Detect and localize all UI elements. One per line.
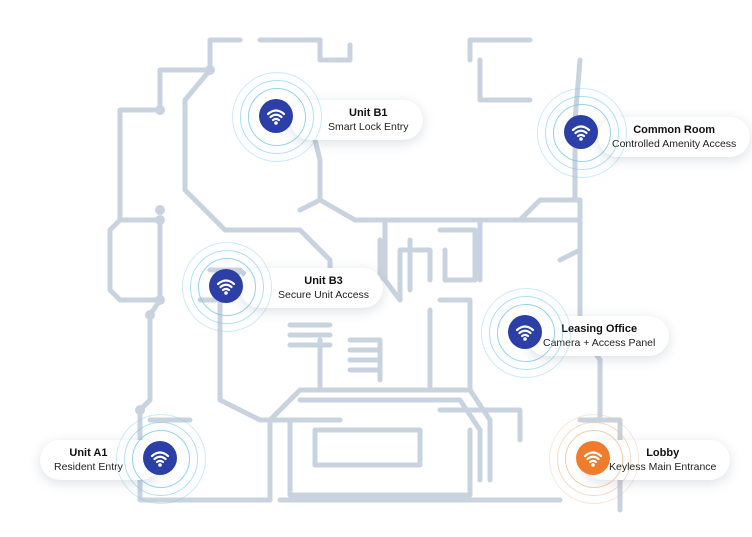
unit-a1-wifi-arc [153, 455, 167, 461]
lobby-wifi-arc [586, 455, 600, 461]
common-room-wifi-arc [574, 129, 588, 135]
lobby-wifi-arc [583, 451, 603, 458]
unit-b3-wifi-arc [216, 279, 236, 286]
unit-b1-wifi-dot [274, 121, 278, 125]
unit-a1-wifi-dot [158, 463, 162, 467]
unit-b3-title: Unit B3 [304, 275, 343, 287]
leasing-office-wifi-dot [523, 337, 527, 341]
common-room-wifi-arc [576, 133, 586, 138]
unit-b3-wifi-icon[interactable] [182, 242, 272, 332]
lobby-signal-ring [549, 414, 639, 504]
unit-a1-wifi-arc [150, 451, 170, 458]
unit-b1-icon-badge [259, 99, 293, 133]
leasing-office-wifi-arc [520, 333, 530, 338]
unit-b1-wifi-arc [271, 117, 281, 122]
leasing-office-wifi-arc [515, 325, 535, 332]
unit-b1-subtitle: Smart Lock Entry [328, 121, 409, 133]
leasing-office-title: Leasing Office [561, 323, 638, 335]
unit-b3-signal-ring [182, 242, 272, 332]
unit-b1-wifi-arc [266, 109, 286, 116]
unit-b3-wifi-dot [224, 291, 228, 295]
unit-b1-wifi-arc [269, 113, 283, 119]
lobby-icon-badge [576, 441, 610, 475]
lobby-title: Lobby [646, 447, 680, 459]
lobby-wifi-icon[interactable] [549, 414, 639, 504]
common-room-icon-badge [564, 115, 598, 149]
unit-b1-signal-ring [232, 72, 322, 162]
common-room-wifi-arc [571, 125, 591, 132]
unit-a1-wifi-arc [155, 459, 165, 464]
unit-a1-icon-badge [143, 441, 177, 475]
unit-b1-wifi-icon[interactable] [232, 72, 322, 162]
leasing-office-subtitle: Camera + Access Panel [543, 337, 656, 349]
common-room-title: Common Room [633, 124, 716, 136]
lobby-wifi-arc [588, 459, 598, 464]
unit-b3-wifi-arc [221, 287, 231, 292]
unit-b3-icon-badge [209, 269, 243, 303]
lobby-wifi-dot [591, 463, 595, 467]
unit-a1-signal-ring [116, 414, 206, 504]
leasing-office-wifi-arc [518, 329, 532, 335]
leasing-office-wifi-icon[interactable] [481, 288, 571, 378]
unit-b3-subtitle: Secure Unit Access [278, 289, 370, 301]
common-room-signal-ring [537, 88, 627, 178]
common-room-subtitle: Controlled Amenity Access [612, 138, 737, 150]
unit-a1-title: Unit A1 [69, 447, 108, 459]
common-room-wifi-dot [579, 137, 583, 141]
unit-b3-wifi-arc [219, 283, 233, 289]
leasing-office-signal-ring [481, 288, 571, 378]
common-room-wifi-icon[interactable] [537, 88, 627, 178]
unit-a1-wifi-icon[interactable] [116, 414, 206, 504]
unit-a1-subtitle: Resident Entry [54, 461, 123, 473]
unit-b1-title: Unit B1 [349, 107, 388, 119]
leasing-office-icon-badge [508, 315, 542, 349]
